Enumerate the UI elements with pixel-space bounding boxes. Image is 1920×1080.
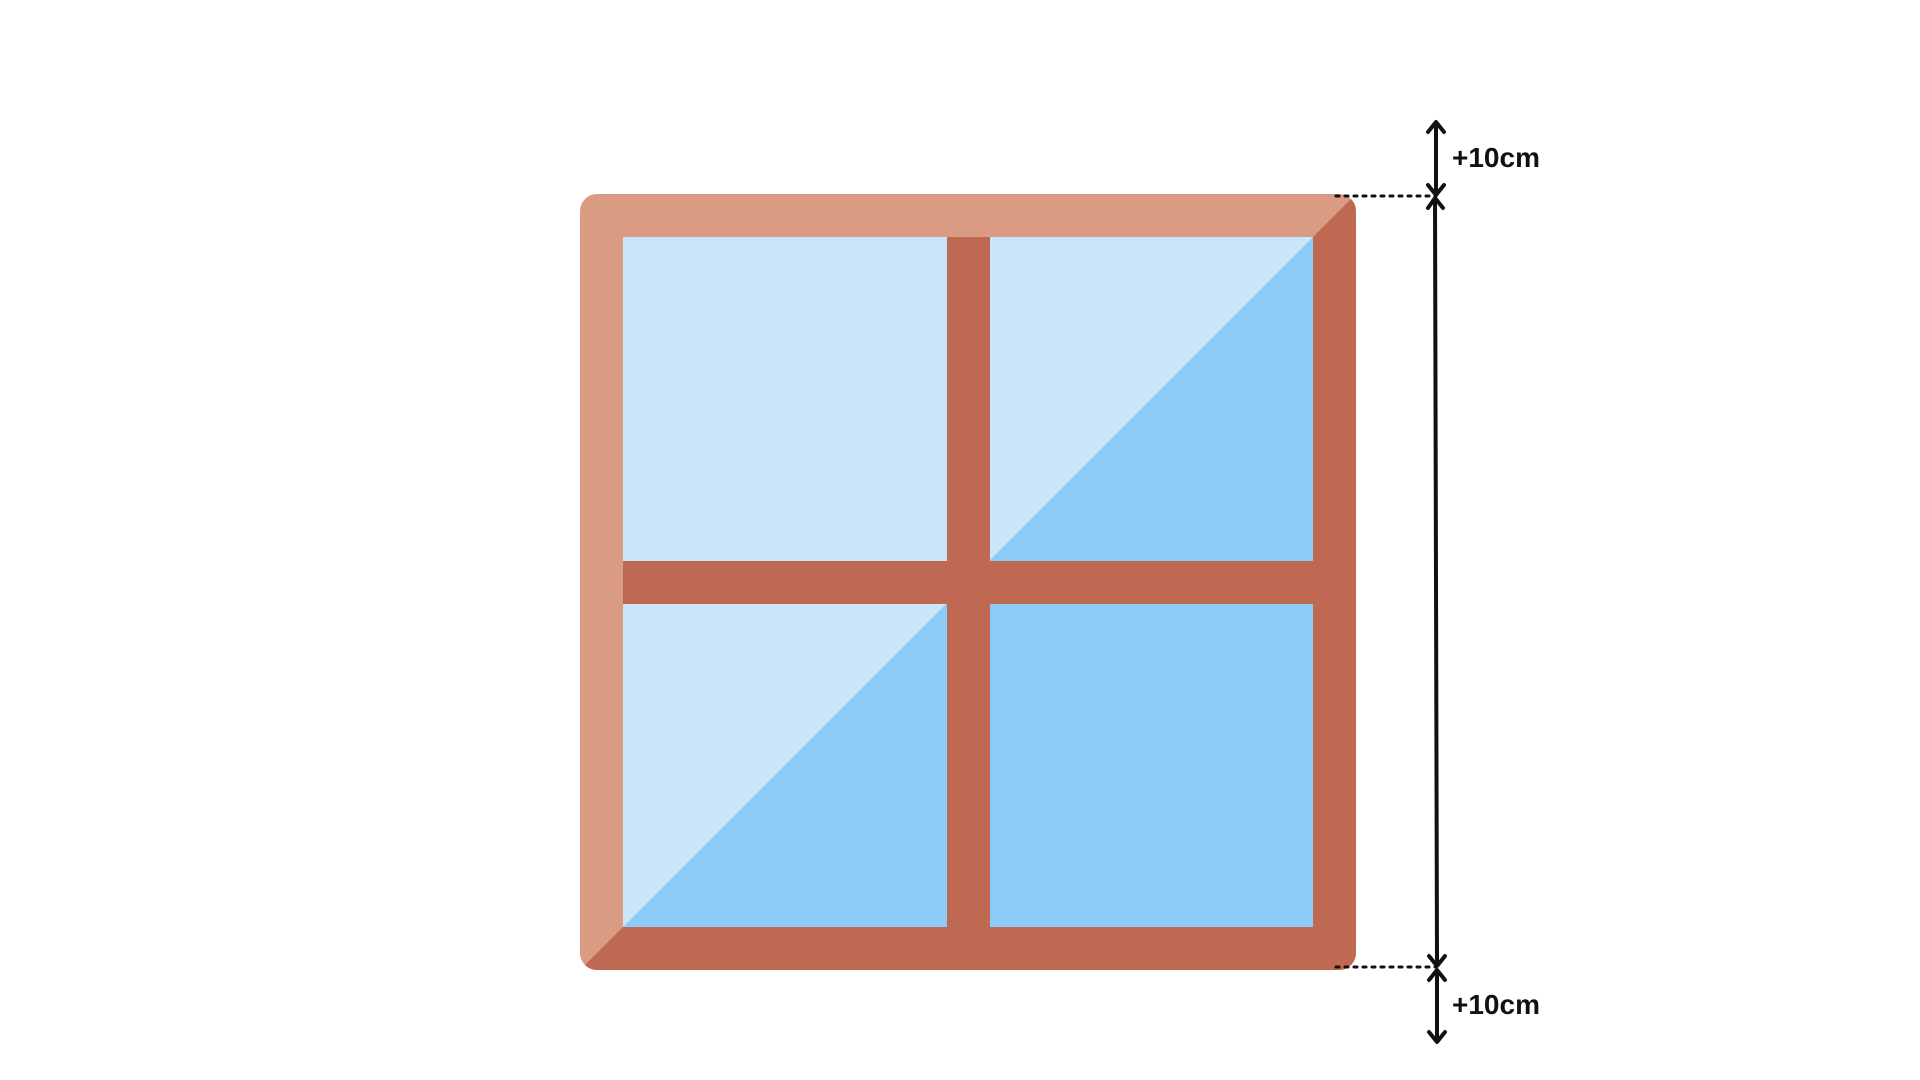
top-extension-label: +10cm xyxy=(1452,142,1540,173)
bottom-extension-arrow xyxy=(1427,968,1447,1044)
window-horizontal-bar xyxy=(623,561,1313,604)
top-extension-arrow xyxy=(1426,120,1446,197)
height-dimension-arrow xyxy=(1426,196,1447,968)
bottom-extension-label: +10cm xyxy=(1452,989,1540,1020)
